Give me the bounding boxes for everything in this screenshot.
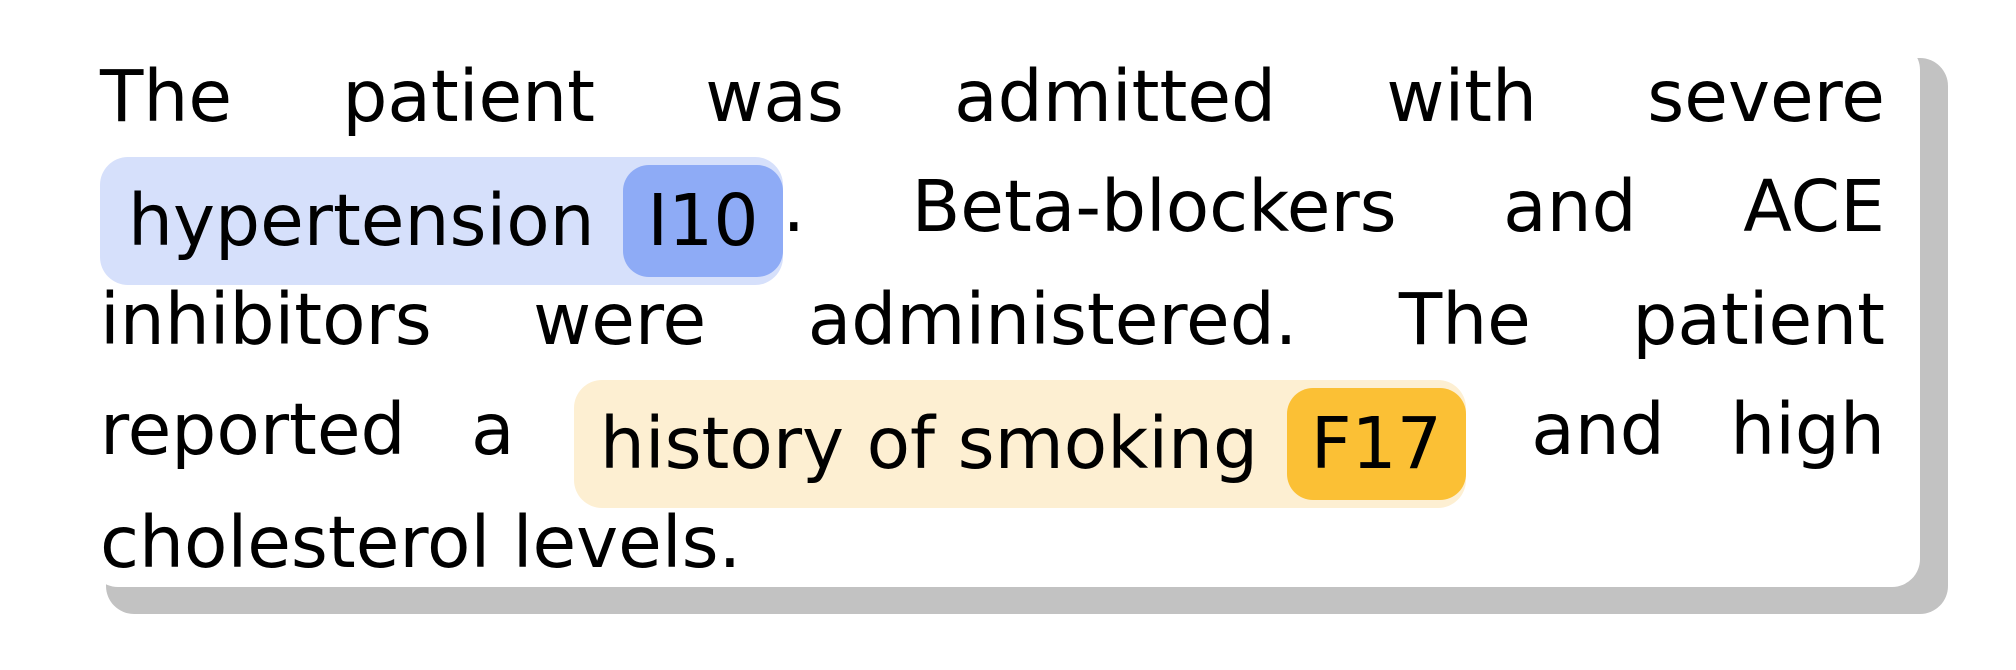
entity-highlight-hypertension[interactable]: hypertension I10 (100, 157, 783, 285)
text-segment: . Beta-blockers and ACE inhibitors were … (100, 165, 1885, 471)
entity-highlight-smoking[interactable]: history of smoking F17 (573, 380, 1466, 508)
text-segment: and high cholesterol levels. (100, 388, 1885, 584)
icd-code-badge: F17 (1286, 388, 1466, 500)
icd-code-badge: I10 (623, 165, 783, 277)
clinical-note-text: The patient was admitted with severe hyp… (100, 42, 1885, 598)
text-segment: The patient was admitted with severe (100, 55, 1885, 138)
entity-text: hypertension (128, 179, 595, 262)
entity-text: history of smoking (599, 402, 1259, 485)
card-body: The patient was admitted with severe hyp… (90, 42, 1920, 587)
annotated-text-card: The patient was admitted with severe hyp… (90, 42, 1948, 614)
